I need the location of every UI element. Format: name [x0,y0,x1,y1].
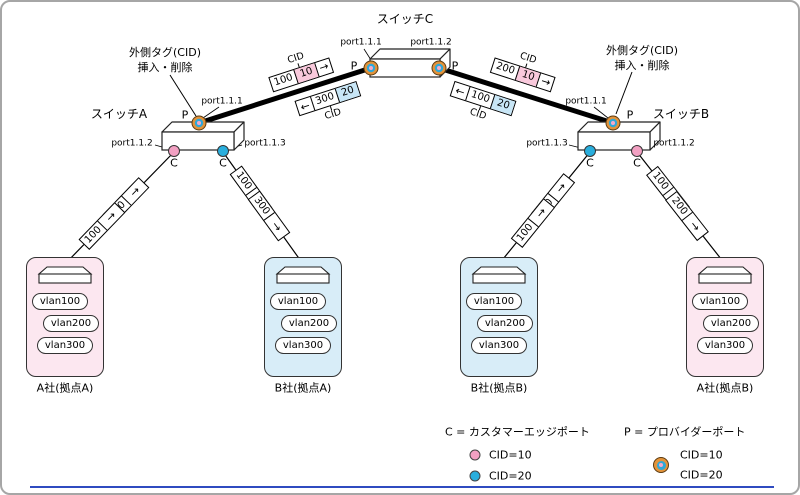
flow-arrow-icon: → [536,72,555,91]
provider-port-core [437,66,441,70]
site-box-b-branch-a: vlan100 vlan200 vlan300 [264,257,342,377]
provider-port-icon [363,60,379,76]
site-box-a-branch-b: vlan100 vlan200 vlan300 [686,257,764,377]
site-device-icon [697,266,753,284]
switch-b-icon [577,115,661,157]
switch-b-port-right-label: port1.1.2 [653,138,695,149]
outer-tag-annotation-right: 外側タグ(CID) 挿入・削除 [606,44,678,74]
annotation-line2: 挿入・削除 [614,58,670,72]
switch-b-front-face [577,131,651,151]
provider-port-core [197,121,201,125]
vlan-oval: vlan300 [697,337,753,354]
port-leader-c-left [363,48,372,61]
annotation-line1: 外側タグ(CID) [606,44,678,57]
vlan-oval: vlan100 [270,293,326,310]
provider-port-icon [605,115,621,131]
trunk-link-a-c [198,65,372,126]
vlan-oval: vlan300 [275,337,331,354]
legend-customer-title: C = カスタマーエッジポート [445,425,590,439]
legend-provider-title: P = プロバイダーポート [624,425,746,439]
device-top-face [37,266,93,275]
switch-c-front-face [369,58,441,78]
legend-provider-cid10-label: CID=10 [680,448,723,462]
outer-tag-annotation-left: 外側タグ(CID) 挿入・削除 [129,46,201,76]
switch-a-front-face [161,131,235,151]
legend-cid10-label: CID=10 [489,448,532,462]
legend-provider-cid20-label: CID=20 [680,468,723,482]
legend-cid20-label: CID=20 [489,469,532,483]
device-front-face [38,273,92,284]
vlan-oval: vlan200 [703,315,759,332]
switch-a-port-top-label: port1.1.1 [201,96,243,107]
flow-arrow-icon: → [314,58,333,77]
vlan-oval: vlan200 [43,315,99,332]
site-device-icon [275,266,331,284]
site-box-b-branch-b: vlan100 vlan200 vlan300 [460,257,538,377]
switch-b-c-right-letter: C [633,156,641,170]
provider-port-core [611,121,615,125]
customer-port-cid10-icon [168,145,180,157]
provider-port-icon [431,60,447,76]
switch-c-port-left-label: port1.1.1 [340,37,382,48]
vlan-oval: vlan300 [471,337,527,354]
customer-port-cid20-icon [217,145,229,157]
port-leader-b-top [593,106,609,119]
vlan-oval: vlan100 [466,293,522,310]
vlan-oval: vlan200 [477,315,533,332]
switch-a-c-right-letter: C [219,156,227,170]
switch-b-port-left-label: port1.1.3 [526,138,568,149]
port-leader-a-top [202,106,220,119]
device-top-face [471,266,527,275]
device-front-face [276,273,330,284]
legend-cid10-dot-icon [469,449,481,461]
switch-a-port-right-label: port1.1.3 [244,138,286,149]
annotation-leader-left [169,74,197,117]
device-top-face [275,266,331,275]
vlan-oval: vlan200 [281,315,337,332]
cid-callout-label: CID [286,50,306,67]
vlan-oval: vlan100 [692,293,748,310]
provider-ring-core [659,463,663,467]
switch-c-label: スイッチC [376,12,434,26]
vlan-oval: vlan300 [37,337,93,354]
customer-port-cid10-icon [631,145,643,157]
vlan-oval: vlan100 [32,293,88,310]
device-front-face [472,273,526,284]
switch-c-p-left-letter: P [350,59,358,73]
switch-a-icon [161,115,245,157]
annotation-leader-right [615,71,633,115]
provider-port-core [369,66,373,70]
switch-b-p-letter: P [626,108,634,122]
site-label: A社(拠点A) [36,381,94,395]
annotation-line2: 挿入・削除 [137,60,193,74]
site-device-icon [37,266,93,284]
switch-b-label: スイッチB [652,107,710,121]
switch-c-p-right-letter: P [451,59,459,73]
device-front-face [698,273,752,284]
site-label: B社(拠点A) [274,381,332,395]
switch-c-top-face [369,48,451,60]
provider-port-icon [191,115,207,131]
site-label: B社(拠点B) [470,381,528,395]
switch-b-port-top-label: port1.1.1 [565,96,607,107]
footer-rule [30,486,774,488]
switch-c-icon [363,48,451,78]
switch-b-c-left-letter: C [586,156,594,170]
customer-port-cid20-icon [584,145,596,157]
annotation-line1: 外側タグ(CID) [129,46,201,59]
legend-provider-port-icon [653,457,669,473]
switch-a-port-left-label: port1.1.2 [111,138,153,149]
device-top-face [697,266,753,275]
site-device-icon [471,266,527,284]
provider-ring-mid [656,460,666,470]
switch-a-p-letter: P [181,108,189,122]
switch-a-c-left-letter: C [170,156,178,170]
site-box-a-branch-a: vlan100 vlan200 vlan300 [26,257,104,377]
trunk-link-c-b [438,65,614,126]
switch-a-label: スイッチA [90,107,148,121]
site-label: A社(拠点B) [696,381,754,395]
switch-c-port-right-label: port1.1.2 [410,37,452,48]
legend-cid20-dot-icon [469,470,481,482]
